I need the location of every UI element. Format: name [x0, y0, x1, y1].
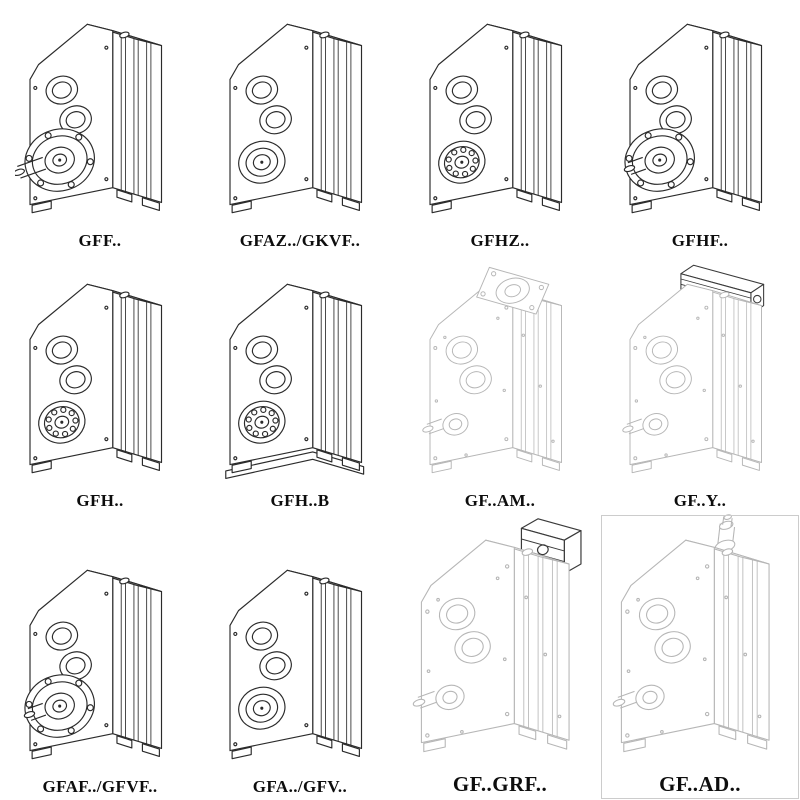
gearbox-cell: GFHZ..	[400, 0, 600, 254]
gearbox-cell: GFAF../GFVF..	[0, 514, 200, 800]
gearbox-flange-stub-drawing	[23, 569, 163, 760]
gearbox-cell: GFHF..	[600, 0, 800, 254]
model-label: GFAZ../GKVF..	[239, 231, 361, 250]
gearbox-cell: GF..AD..	[600, 514, 800, 800]
gearbox-shrink-disc-drawing	[429, 23, 563, 214]
gearbox-cell: GF..GRF..	[400, 514, 600, 800]
gearbox-flange-long-shaft-drawing	[15, 23, 163, 214]
model-label: GF..AM..	[464, 491, 536, 510]
gearbox-hollow-bearing-drawing	[29, 283, 163, 474]
gearbox-cell: GFF..	[0, 0, 200, 254]
gearbox-with-motor-drawing	[622, 264, 765, 474]
gearbox-cell: GFAZ../GKVF..	[200, 0, 400, 254]
model-label: GFH..B	[270, 491, 330, 510]
model-label: GF..Y..	[673, 491, 727, 510]
model-label: GF..AD..	[659, 772, 741, 796]
gearbox-cell: GFH..B	[200, 254, 400, 514]
gearbox-input-shaft-drawing	[612, 514, 770, 753]
gearbox-cell: GF..Y..	[600, 254, 800, 514]
gearbox-motor-adapter-drawing	[422, 266, 562, 474]
model-label: GFA../GFV..	[252, 777, 348, 796]
model-label: GFH..	[76, 491, 124, 510]
gearbox-cell: GFA../GFV..	[200, 514, 400, 800]
model-label: GF..GRF..	[452, 772, 548, 796]
gearbox-hollow-shaft-drawing	[229, 569, 363, 760]
model-label: GFHZ..	[470, 231, 530, 250]
gearbox-cell: GF..AM..	[400, 254, 600, 514]
model-label: GFAF../GFVF..	[42, 777, 158, 796]
gearbox-foot-mounted-drawing	[225, 283, 365, 479]
gearbox-hollow-shaft-drawing	[229, 23, 363, 214]
model-label: GFF..	[78, 231, 122, 250]
gearbox-input-adapter-drawing	[412, 518, 582, 753]
model-label: GFHF..	[671, 231, 729, 250]
gearbox-output-flange-drawing	[623, 23, 763, 214]
gearbox-cell: GFH..	[0, 254, 200, 514]
